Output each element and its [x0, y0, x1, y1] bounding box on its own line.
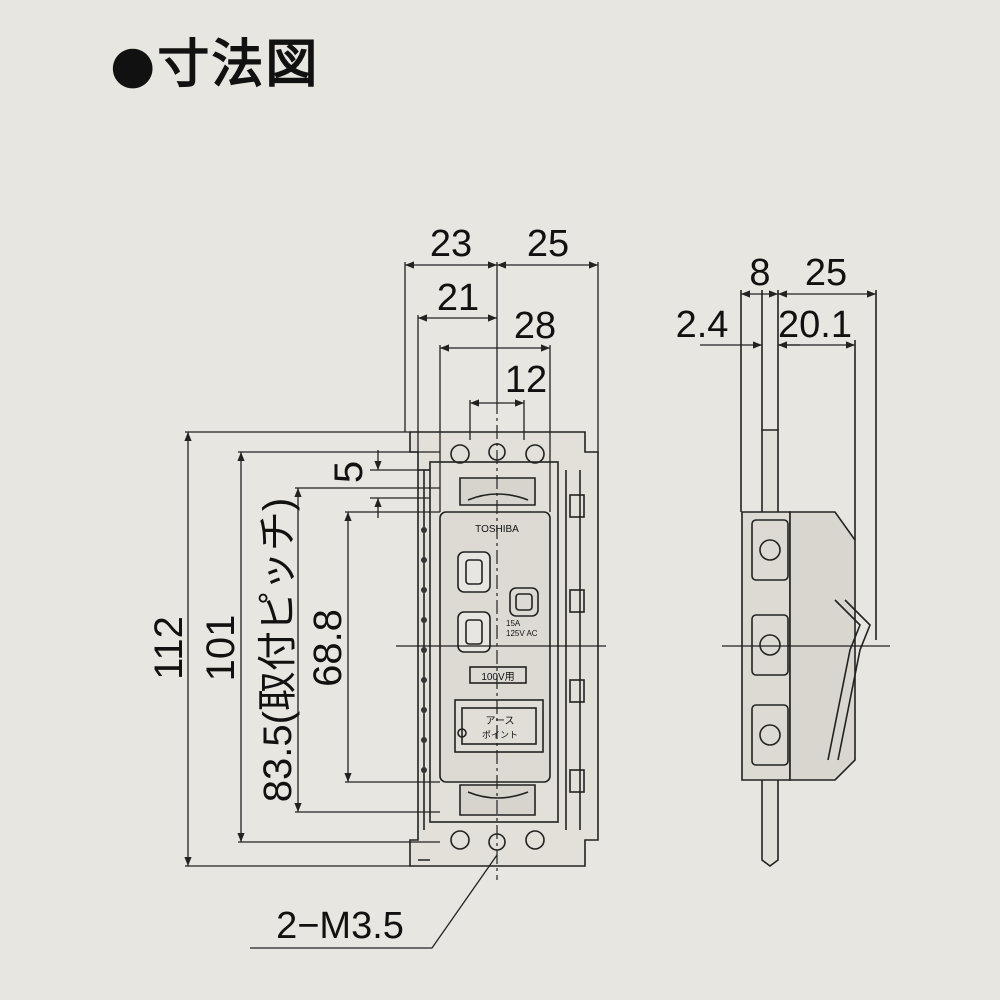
dim-screw: 2−M3.5: [276, 905, 404, 947]
dim-23: 23: [430, 223, 472, 265]
dim-side-2-4: 2.4: [676, 304, 729, 346]
dim-side-20-1: 20.1: [778, 304, 852, 346]
earth-label-2: ポイント: [482, 730, 518, 740]
voltage-label: 100V用: [481, 672, 514, 683]
front-dimensions: [184, 261, 599, 949]
side-view: [722, 290, 890, 867]
dim-5: 5: [327, 461, 371, 483]
dim-25: 25: [527, 223, 569, 265]
dim-side-25: 25: [805, 252, 847, 294]
page-title: ●寸法図: [110, 35, 320, 95]
outlet-slot-upper: [457, 551, 491, 593]
front-view: [396, 400, 606, 880]
earth-label: アース: [486, 716, 515, 727]
dim-28: 28: [514, 305, 556, 347]
side-dimensions: [700, 290, 876, 349]
brand-label: TOSHIBA: [475, 524, 519, 535]
dim-side-8: 8: [749, 252, 770, 294]
dim-112: 112: [147, 616, 191, 680]
rating-label-2: 125V AC: [506, 629, 538, 638]
dim-68-8: 68.8: [306, 609, 350, 687]
rating-label-1: 15A: [506, 619, 521, 628]
dim-12: 12: [505, 359, 547, 401]
dim-83-5: 83.5(取付ピッチ): [256, 498, 300, 803]
ground-slot: [509, 587, 539, 617]
dim-101: 101: [199, 615, 243, 682]
dim-21: 21: [437, 277, 479, 319]
